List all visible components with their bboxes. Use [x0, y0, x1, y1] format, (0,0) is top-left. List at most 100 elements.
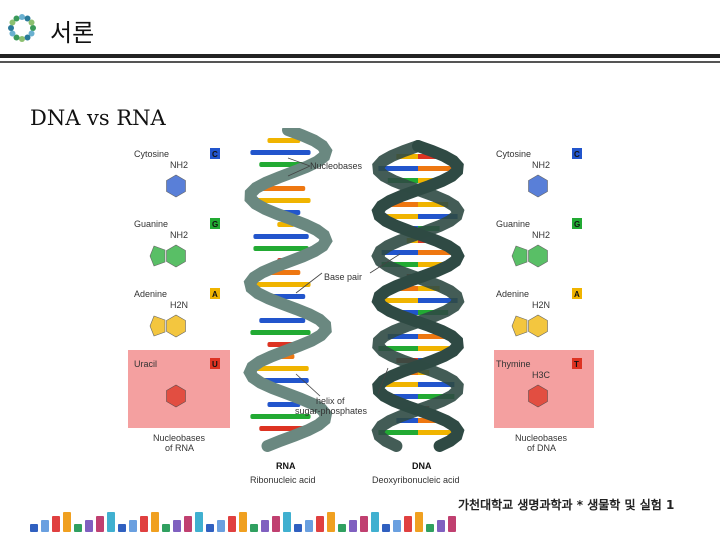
logo-dot	[13, 34, 20, 41]
base-pair-pointer-2	[369, 253, 401, 274]
footer-bar	[327, 512, 335, 532]
footer-bar	[316, 516, 324, 532]
footer-bar	[52, 516, 60, 532]
rna-label: RNA	[276, 461, 296, 471]
dna-base-pair-left	[387, 202, 418, 207]
logo-dot	[19, 14, 25, 20]
footer-decoration	[30, 512, 456, 532]
rna-base-group: NH2	[170, 230, 188, 240]
helix-callout-1: helix of	[316, 396, 345, 406]
nucleobases-pointer	[287, 157, 311, 167]
rna-nucleobase	[250, 414, 311, 419]
rna-nucleobase	[259, 186, 306, 191]
dna-fullname: Deoxyribonucleic acid	[372, 475, 460, 485]
rna-base-tag-letter: G	[212, 220, 218, 229]
nucleobases-callout: Nucleobases	[310, 161, 363, 171]
footer-bar	[118, 524, 126, 532]
dna-base-pair-left	[381, 262, 418, 267]
footer-bar	[195, 512, 203, 532]
dna-base-pair-left	[381, 250, 418, 255]
rna-base-group: NH2	[170, 160, 188, 170]
slide-subtitle: DNA vs RNA	[30, 106, 166, 130]
dna-base-name: Cytosine	[496, 149, 531, 159]
header-divider-thin	[0, 61, 720, 63]
dna-base-pair-right	[418, 154, 440, 159]
footer-bar	[294, 524, 302, 532]
rna-helix	[243, 128, 333, 452]
rna-base-tag-letter: U	[212, 360, 218, 369]
footer-bar	[272, 516, 280, 532]
dna-base-pair-right	[418, 214, 458, 219]
footer-bar	[283, 512, 291, 532]
rna-base-tag-box	[210, 218, 220, 229]
dna-base-name: Thymine	[496, 359, 531, 369]
logo-dot	[30, 25, 36, 31]
dna-base-pair-left	[396, 418, 418, 423]
dna-base-name: Adenine	[496, 289, 529, 299]
dna-base-pair-left	[378, 214, 418, 219]
dna-base-pair-left	[396, 286, 418, 291]
rna-base-ring	[166, 174, 186, 198]
dna-base-pair-left	[381, 382, 418, 387]
rna-nucleobase	[259, 318, 306, 323]
logo-dot	[28, 30, 35, 37]
helix-pointer-2	[377, 367, 389, 395]
dna-base-pair-right	[418, 262, 455, 267]
dna-base-pair-right	[418, 418, 440, 423]
rna-base-name: Guanine	[134, 219, 168, 229]
footer-bar	[349, 520, 357, 532]
footer-bar	[85, 520, 93, 532]
dna-base-tag-letter: T	[574, 360, 579, 369]
footer-bar	[206, 524, 214, 532]
rna-base-tag-letter: A	[212, 290, 218, 299]
footer-bar	[250, 524, 258, 532]
footer-bar	[448, 516, 456, 532]
dna-base-pair-right	[418, 334, 449, 339]
dna-base-ring	[528, 244, 548, 268]
dna-base-ring-5	[511, 245, 528, 267]
dna-helix	[371, 140, 465, 452]
rna-base-ring-5	[149, 315, 166, 337]
dna-base-pair-left	[378, 430, 418, 435]
rna-base-tag-box	[210, 358, 220, 369]
dna-base-name: Guanine	[496, 219, 530, 229]
rna-nucleobase	[250, 150, 311, 155]
footer-bar	[74, 524, 82, 532]
footer-bar	[437, 520, 445, 532]
footer-bar	[239, 512, 247, 532]
rna-nucleobase	[267, 138, 301, 143]
page-title: 서론	[50, 19, 95, 47]
rna-base-name: Uracil	[134, 359, 157, 369]
logo-dot	[24, 34, 31, 41]
dna-base-pair-left	[396, 154, 418, 159]
dna-base-pair-right	[418, 298, 458, 303]
rna-base-name: Adenine	[134, 289, 167, 299]
dna-base-pair-left	[378, 346, 418, 351]
base-pair-pointer	[295, 272, 323, 294]
footer-bar	[228, 516, 236, 532]
dna-base-pair-right	[418, 202, 449, 207]
dna-base-tag-box	[572, 218, 582, 229]
dna-base-tag-box	[572, 148, 582, 159]
rna-base-name: Cytosine	[134, 149, 169, 159]
footer-bar	[162, 524, 170, 532]
dna-label: DNA	[412, 461, 432, 471]
dna-base-pair-right	[418, 166, 458, 171]
rna-base-group: H2N	[170, 300, 188, 310]
dna-base-pair-right	[418, 394, 455, 399]
dna-bases-caption-1: Nucleobases	[515, 433, 568, 443]
dna-base-pair-right	[418, 430, 458, 435]
dna-base-ring	[528, 384, 548, 408]
rna-base-tag-letter: C	[212, 150, 218, 159]
rna-base-tag-box	[210, 288, 220, 299]
dna-base-tag-letter: G	[574, 220, 580, 229]
footer-bar	[371, 512, 379, 532]
rna-base-ring	[166, 384, 186, 408]
rna-nucleobase	[267, 402, 301, 407]
dna-base-group: NH2	[532, 160, 550, 170]
footer-bar	[217, 520, 225, 532]
dna-base-tag-letter: C	[574, 150, 580, 159]
rna-base-ring	[166, 244, 186, 268]
